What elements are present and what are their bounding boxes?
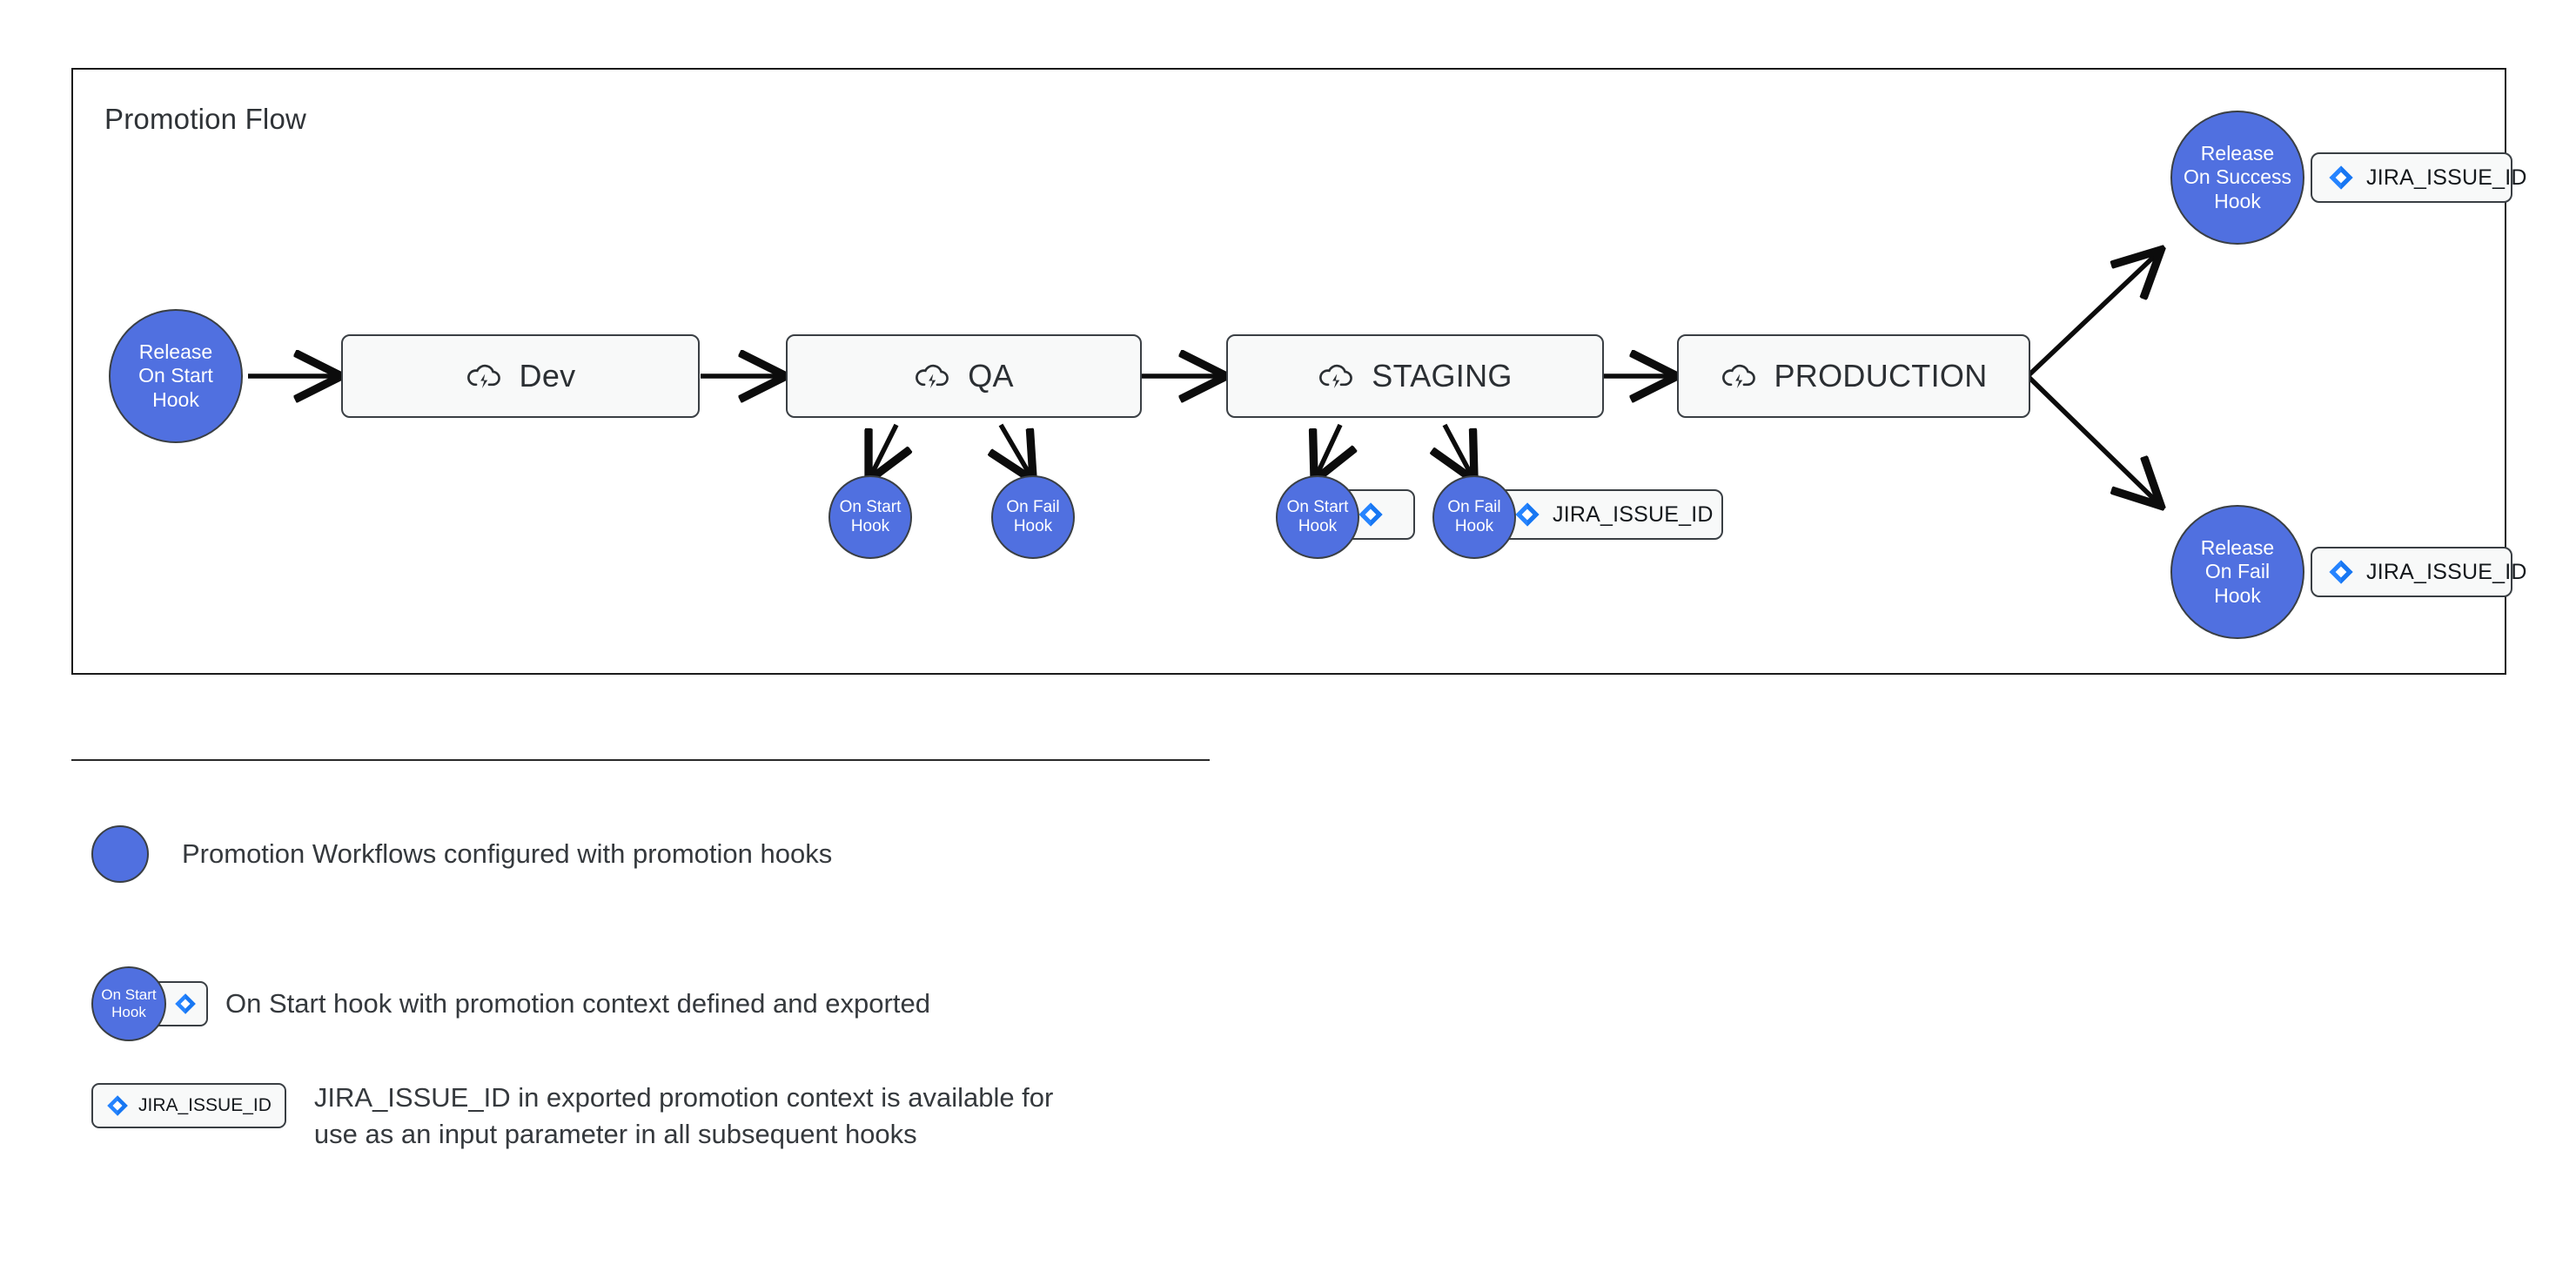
jira-icon bbox=[2329, 560, 2353, 584]
jira-icon bbox=[2329, 165, 2353, 190]
release-on-fail-hook-chip[interactable]: JIRA_ISSUE_ID bbox=[2311, 547, 2526, 597]
legend-divider bbox=[71, 759, 1210, 761]
stage-box-qa[interactable]: QA bbox=[786, 334, 1142, 418]
cloud-lightning-icon bbox=[1721, 364, 1755, 389]
chip-label: JIRA_ISSUE_ID bbox=[1553, 501, 1714, 527]
stage-label: PRODUCTION bbox=[1774, 358, 1988, 394]
page-title: Promotion Flow bbox=[104, 103, 307, 135]
legend-circle-swatch bbox=[91, 825, 149, 883]
jira-icon bbox=[1515, 502, 1540, 527]
legend-label: Promotion Workflows configured with prom… bbox=[182, 838, 833, 870]
stage-label: STAGING bbox=[1372, 358, 1513, 394]
staging-on-fail-hook[interactable]: On Fail Hook bbox=[1432, 475, 1516, 559]
hook-line: Hook bbox=[152, 387, 199, 411]
hook-line: On Start bbox=[1286, 497, 1349, 516]
hook-line: Hook bbox=[2214, 189, 2261, 212]
hook-line: On Fail bbox=[1006, 497, 1060, 516]
hook-line: Hook bbox=[850, 517, 890, 535]
hook-line: On Fail bbox=[2204, 560, 2271, 583]
jira-icon bbox=[1358, 502, 1383, 527]
qa-on-start-hook[interactable]: On Start Hook bbox=[828, 475, 912, 559]
stage-box-production[interactable]: PRODUCTION bbox=[1677, 334, 2030, 418]
legend-jira-chip: JIRA_ISSUE_ID bbox=[91, 1083, 286, 1128]
hook-line: Hook bbox=[1298, 517, 1338, 535]
cloud-lightning-icon bbox=[916, 364, 949, 389]
hook-line: On Fail bbox=[1447, 497, 1501, 516]
legend-label: JIRA_ISSUE_ID in exported promotion cont… bbox=[313, 1082, 1054, 1149]
release-on-start-hook[interactable]: Release On Start Hook bbox=[109, 309, 243, 443]
legend-item-on-start-hook: On Start Hook On Start hook with promoti… bbox=[91, 966, 930, 1041]
chip-label: JIRA_ISSUE_ID bbox=[2366, 559, 2527, 584]
hook-line: Release bbox=[2200, 142, 2275, 165]
hook-line: Hook bbox=[2214, 583, 2261, 607]
hook-line: Release bbox=[2200, 536, 2275, 560]
hook-line: Hook bbox=[1013, 517, 1053, 535]
hook-line: On Start bbox=[839, 497, 902, 516]
hook-line: On Success bbox=[2184, 165, 2291, 189]
hook-line: Hook bbox=[111, 1004, 146, 1020]
jira-icon bbox=[175, 993, 196, 1014]
chip-label: JIRA_ISSUE_ID bbox=[2366, 165, 2527, 190]
legend-item-jira-issue-id: JIRA_ISSUE_ID JIRA_ISSUE_ID in exported … bbox=[91, 1080, 1080, 1152]
stage-box-dev[interactable]: Dev bbox=[341, 334, 700, 418]
cloud-lightning-icon bbox=[1319, 364, 1353, 389]
chip-label: JIRA_ISSUE_ID bbox=[138, 1095, 272, 1115]
jira-icon bbox=[107, 1095, 128, 1116]
staging-on-fail-hook-chip[interactable]: JIRA_ISSUE_ID bbox=[1497, 489, 1723, 540]
qa-on-fail-hook[interactable]: On Fail Hook bbox=[991, 475, 1075, 559]
stage-label: QA bbox=[968, 358, 1014, 394]
cloud-lightning-icon bbox=[466, 364, 500, 389]
legend-item-workflows: Promotion Workflows configured with prom… bbox=[91, 825, 832, 883]
release-on-fail-hook[interactable]: Release On Fail Hook bbox=[2170, 505, 2304, 639]
legend-hook-swatch: On Start Hook bbox=[91, 966, 166, 1041]
release-on-success-hook[interactable]: Release On Success Hook bbox=[2170, 111, 2304, 245]
stage-label: Dev bbox=[519, 358, 576, 394]
hook-line: On Start bbox=[101, 986, 157, 1004]
stage-box-staging[interactable]: STAGING bbox=[1226, 334, 1604, 418]
staging-on-start-hook[interactable]: On Start Hook bbox=[1276, 475, 1359, 559]
hook-line: On Start bbox=[138, 364, 213, 387]
legend-label: On Start hook with promotion context def… bbox=[225, 988, 930, 1019]
release-on-success-hook-chip[interactable]: JIRA_ISSUE_ID bbox=[2311, 152, 2526, 203]
hook-line: Release bbox=[138, 340, 213, 364]
hook-line: Hook bbox=[1454, 517, 1494, 535]
